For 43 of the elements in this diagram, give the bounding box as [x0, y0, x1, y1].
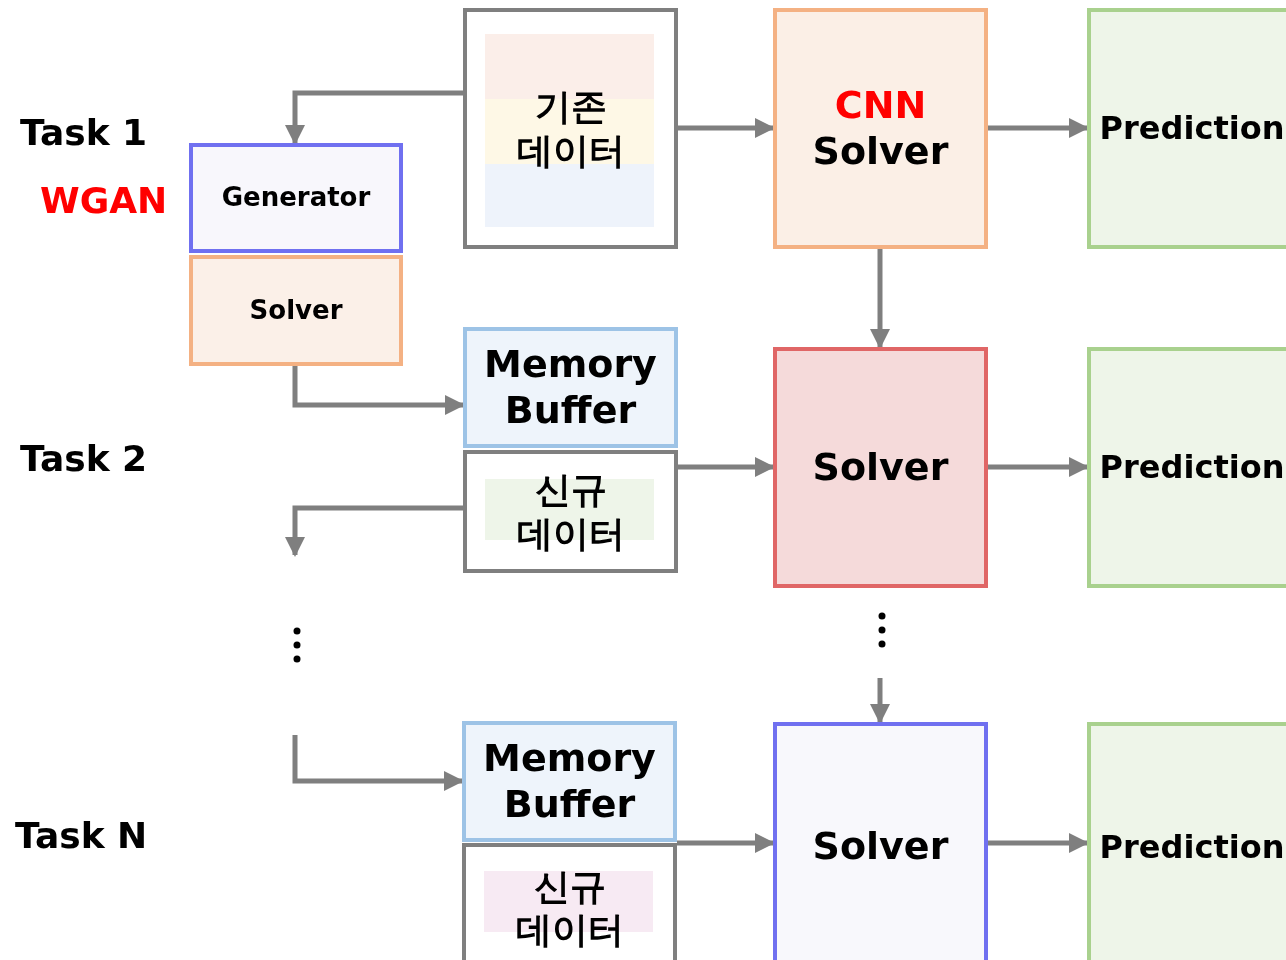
box-label: Generator: [221, 182, 371, 214]
process-box: [1087, 347, 1286, 588]
arrow: [285, 90, 463, 145]
arrow: [677, 833, 775, 853]
arrow: [988, 833, 1089, 853]
process-box: [1087, 722, 1286, 960]
box-label: 기존 데이터: [515, 85, 626, 172]
arrow: [870, 249, 890, 349]
task-label: Task 1: [20, 112, 148, 153]
box-label: Solver: [249, 294, 343, 327]
arrow: [988, 118, 1089, 138]
arrow: [678, 457, 775, 477]
arrow: [292, 735, 464, 791]
model-label: WGAN: [40, 180, 168, 221]
process-box: [463, 327, 678, 448]
task-label: Task N: [15, 815, 148, 856]
process-box: [189, 143, 403, 253]
box-label: Prediction: [1099, 109, 1285, 148]
arrow: [988, 457, 1089, 477]
box-label: Prediction: [1099, 827, 1285, 867]
box-label: CNN: [834, 82, 927, 129]
process-box: [462, 843, 677, 960]
process-box: [773, 722, 988, 960]
process-box: [189, 255, 403, 366]
box-label: Prediction: [1099, 448, 1285, 487]
box-label: Memory Buffer: [482, 735, 657, 828]
box-label: Solver: [812, 824, 949, 870]
arrow: [292, 366, 465, 415]
arrow: [678, 118, 775, 138]
process-box: [463, 8, 678, 249]
task-label: Task 2: [20, 438, 148, 479]
box-label: Solver: [812, 444, 949, 491]
box-label: Solver: [812, 128, 949, 175]
process-box: [463, 450, 678, 573]
arrow: [285, 505, 463, 557]
box-label: 신규 데이터: [515, 468, 626, 555]
process-box: [773, 347, 988, 588]
box-label: 신규 데이터: [514, 864, 625, 952]
process-box: [1087, 8, 1286, 249]
process-box: [773, 8, 988, 249]
box-label: Memory Buffer: [483, 341, 658, 434]
arrow: [870, 678, 890, 724]
process-box: [462, 721, 677, 842]
